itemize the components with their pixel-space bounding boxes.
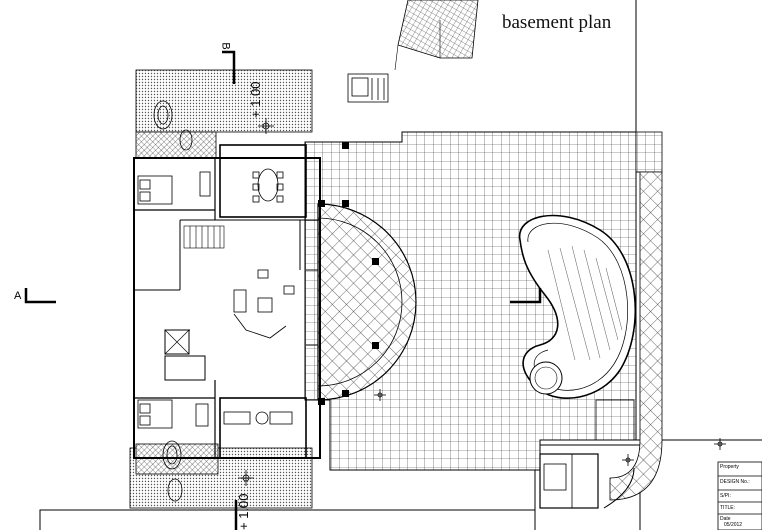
- annex-building: [539, 453, 635, 509]
- title-block-title: TITLE:: [720, 505, 736, 511]
- section-line-a-left: [24, 288, 56, 304]
- bedroom-top: [137, 171, 211, 205]
- side-strip-left: [135, 131, 217, 159]
- terrace-paving-right: [635, 131, 663, 173]
- house-walls: [133, 144, 321, 459]
- title-block-date-label: Date: [720, 516, 731, 522]
- entry-steps: [347, 73, 389, 103]
- title-block-spi: S/PI:: [720, 493, 731, 499]
- swimming-pool: [519, 214, 637, 399]
- round-patio: [317, 203, 417, 401]
- staircase: [183, 225, 225, 249]
- title-block-date: 05/2012: [724, 522, 743, 528]
- columns: [318, 142, 379, 405]
- bedroom-bottom: [137, 399, 209, 429]
- section-mark-b: B: [219, 42, 232, 50]
- living-furniture: [223, 269, 295, 425]
- side-garden-top: [135, 69, 313, 133]
- section-line-b-top: [222, 50, 236, 84]
- drawing-title: basement plan: [502, 12, 612, 33]
- title-block-property: Property: [720, 464, 739, 470]
- elevation-label-upper: + 1.00: [248, 81, 263, 118]
- title-block-design-no: DESIGN No.:: [720, 479, 750, 485]
- elevation-label-lower: + 1.00: [236, 493, 251, 530]
- dining-table: [252, 168, 284, 203]
- section-line-a-right: [510, 288, 542, 304]
- planters: [153, 100, 193, 502]
- section-mark-a: A: [14, 290, 22, 302]
- entrance-roof: [394, 0, 479, 71]
- curved-path: [609, 171, 663, 501]
- level-markers: [238, 118, 726, 486]
- title-block: [717, 461, 762, 530]
- pool-steps: [595, 399, 635, 441]
